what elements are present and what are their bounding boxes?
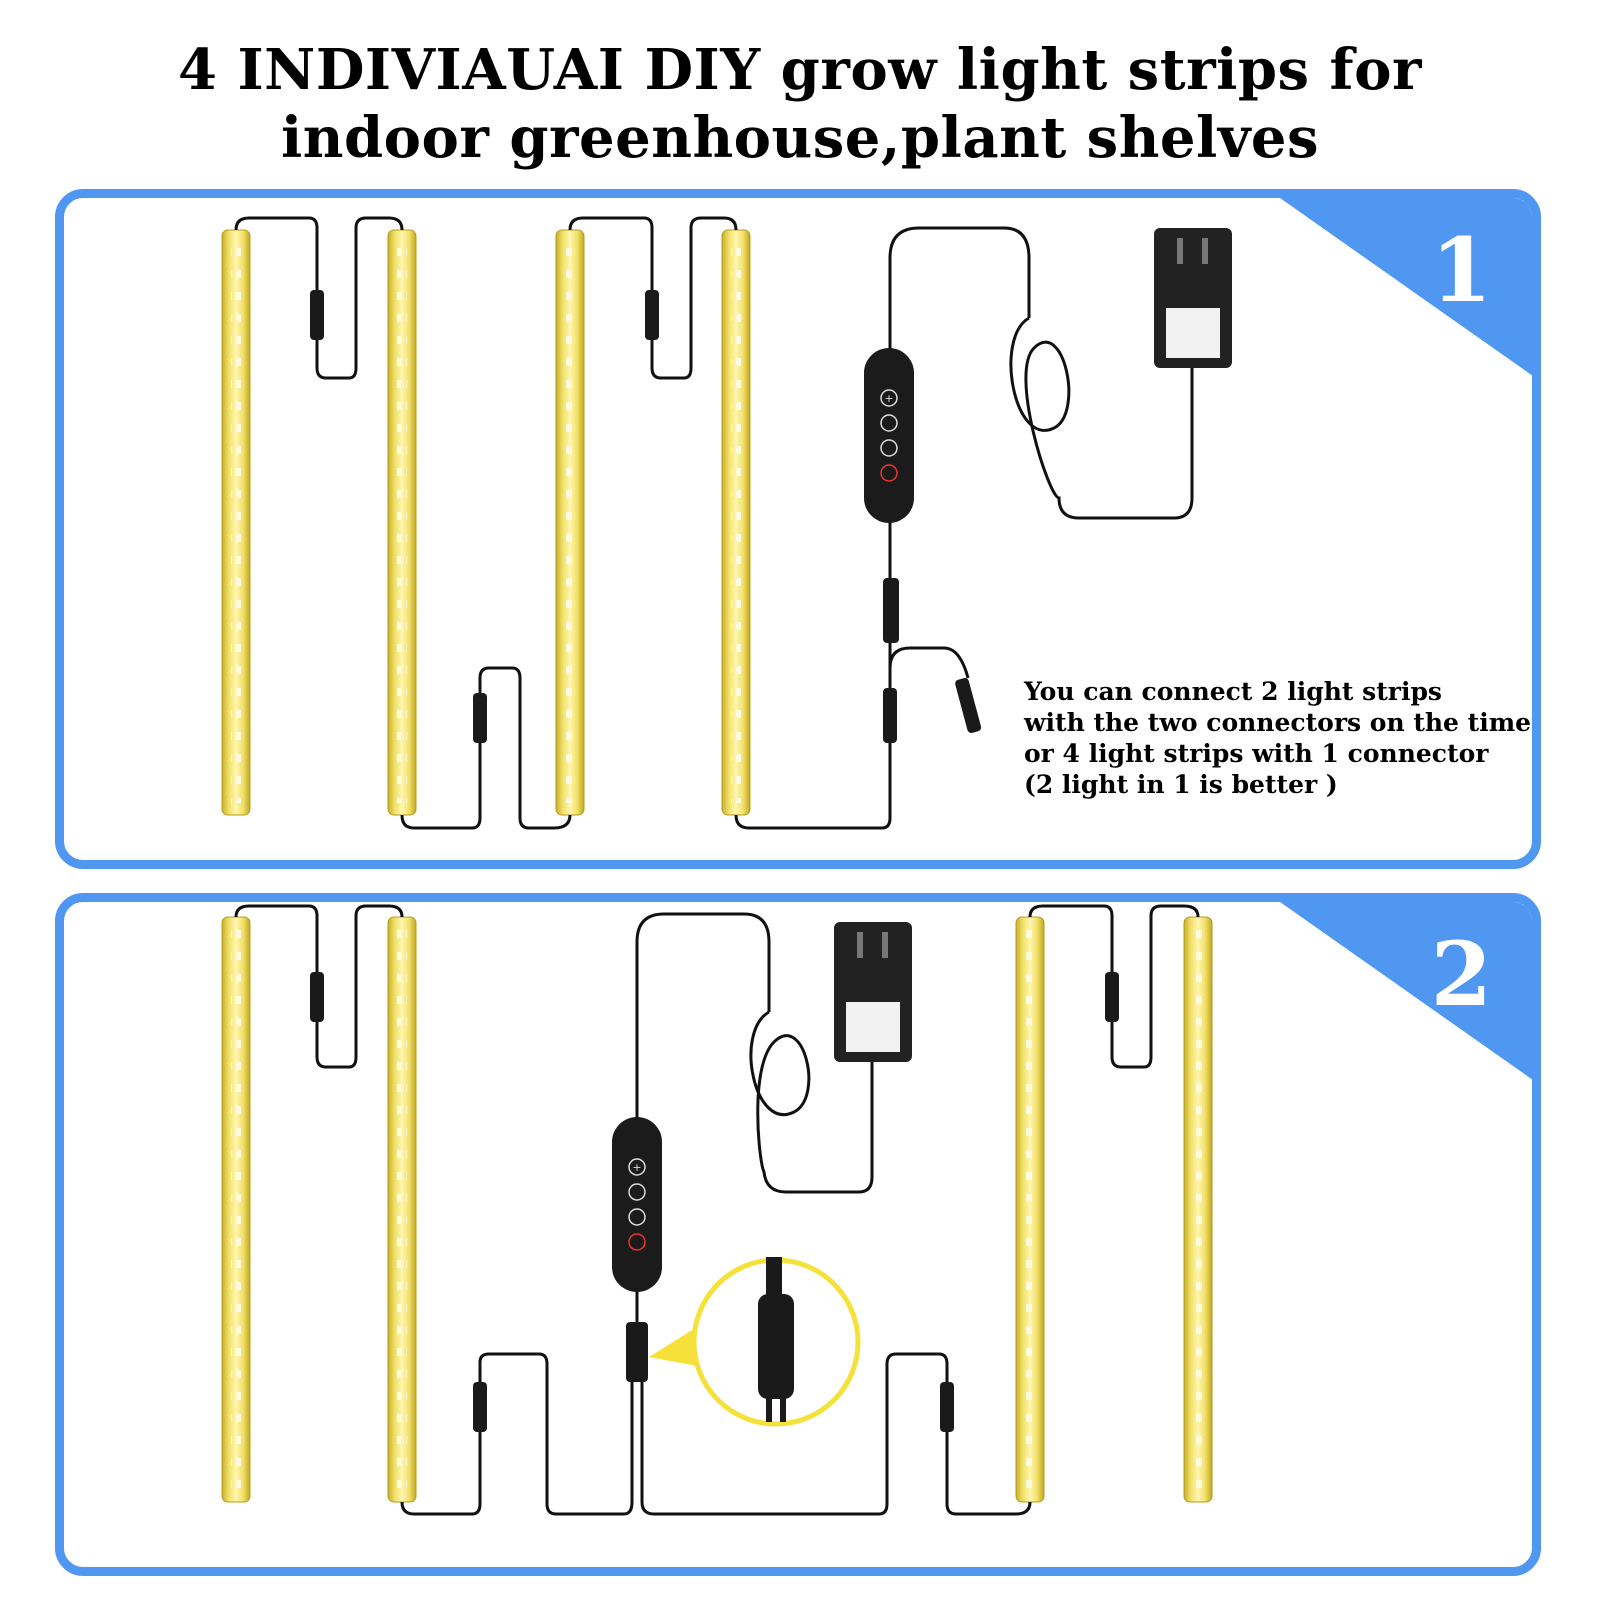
- dc-connector: [883, 688, 897, 743]
- panel-number: 2: [1430, 922, 1492, 1026]
- connector-magnifier: [649, 1257, 861, 1427]
- plus-icon: [880, 389, 898, 407]
- cables: [234, 904, 1200, 1516]
- timer-controller: +: [612, 1117, 662, 1292]
- note-line: You can connect 2 light strips: [1024, 677, 1443, 706]
- title-line-2: indoor greenhouse,plant shelves: [280, 105, 1320, 171]
- splitter-connector: [883, 578, 899, 643]
- dc-connector: [310, 972, 324, 1022]
- timer-icon: [880, 439, 898, 457]
- light-strip: [221, 916, 251, 1503]
- note-line: (2 light in 1 is better ): [1024, 770, 1338, 799]
- panel-number: 1: [1430, 218, 1492, 322]
- light-strip: [1015, 916, 1045, 1503]
- page-title: 4 INDIVIAUAI DIY grow light strips for i…: [0, 36, 1600, 172]
- dc-connector: [955, 678, 982, 733]
- dc-connector: [473, 693, 487, 743]
- panel-2: + 2: [55, 893, 1541, 1576]
- note-line: with the two connectors on the timer: [1024, 708, 1541, 737]
- title-line-1: 4 INDIVIAUAI DIY grow light strips for: [178, 37, 1422, 103]
- plug-prongs-icon: [857, 932, 863, 958]
- dc-connector: [473, 1382, 487, 1432]
- dc-connector: [940, 1382, 954, 1432]
- timer-controller: +: [864, 348, 914, 523]
- dc-connector: [1105, 972, 1119, 1022]
- note-line: or 4 light strips with 1 connector: [1024, 739, 1489, 768]
- light-strip: [721, 229, 751, 816]
- power-adapter: [1154, 228, 1232, 368]
- corner-badge: [1280, 198, 1532, 376]
- light-strip: [1183, 916, 1213, 1503]
- light-strip: [387, 229, 417, 816]
- connection-note: You can connect 2 light strips with the …: [1024, 676, 1541, 800]
- svg-text:+: +: [884, 392, 893, 405]
- power-icon: [880, 464, 898, 482]
- splitter-connector: [626, 1322, 648, 1382]
- power-adapter: [834, 922, 912, 1062]
- dc-connector: [310, 290, 324, 340]
- dc-connector: [645, 290, 659, 340]
- timer-icon: [628, 1208, 646, 1226]
- cycle-icon: [880, 414, 898, 432]
- light-strip: [387, 916, 417, 1503]
- power-icon: [628, 1233, 646, 1251]
- cycle-icon: [628, 1183, 646, 1201]
- corner-badge: [1280, 902, 1532, 1080]
- svg-text:+: +: [632, 1161, 641, 1174]
- light-strip: [555, 229, 585, 816]
- light-strip: [221, 229, 251, 816]
- panel-1: + 1 You can connect 2 light strips with …: [55, 189, 1541, 869]
- panel-1-diagram: +: [221, 198, 1532, 830]
- panel-2-diagram: +: [221, 902, 1532, 1516]
- plus-icon: [628, 1158, 646, 1176]
- plug-prongs-icon: [1177, 238, 1183, 264]
